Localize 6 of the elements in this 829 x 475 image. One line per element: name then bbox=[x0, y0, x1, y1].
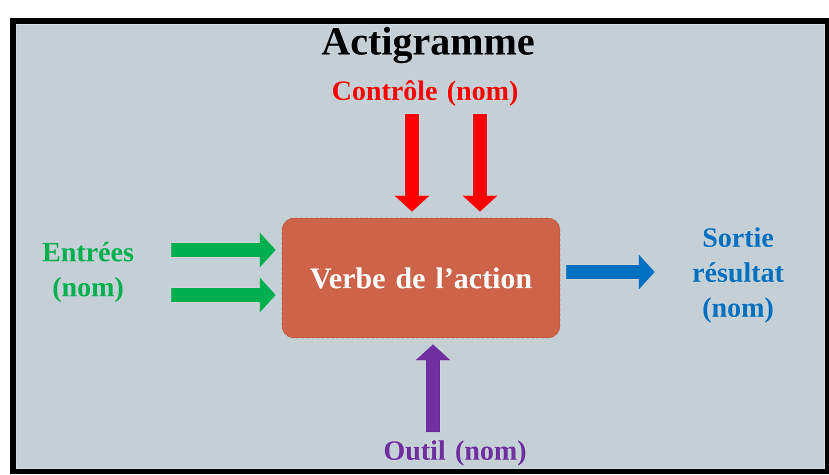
node-label: Outil (nom) bbox=[384, 440, 526, 466]
node-label: Sortie résultat (nom) bbox=[692, 227, 784, 323]
process-box: Verbe de l’action bbox=[282, 218, 560, 338]
title: Actigramme bbox=[322, 26, 534, 64]
node-label: Contrôle (nom) bbox=[333, 80, 518, 106]
node-label: Entrées (nom) bbox=[42, 242, 134, 302]
